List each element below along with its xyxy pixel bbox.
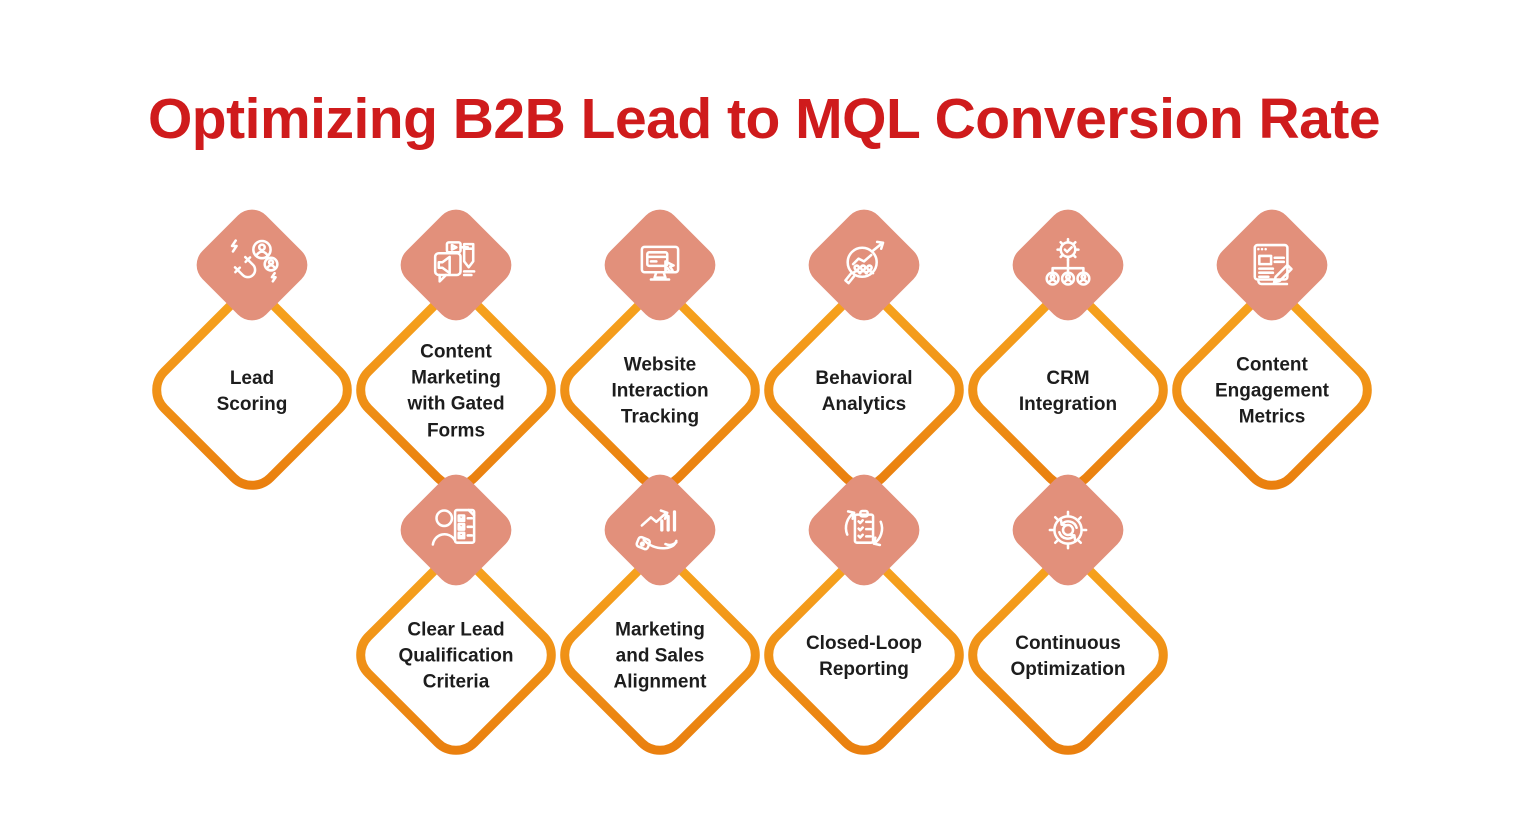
clipboard-cycle-icon xyxy=(844,509,884,547)
item-label: Content Engagement Metrics xyxy=(1214,354,1330,429)
hand-growth-chart-icon xyxy=(635,509,678,551)
person-checklist-icon xyxy=(431,508,476,546)
diamond-outline xyxy=(560,555,760,755)
gear-refresh-icon xyxy=(1048,510,1088,550)
diamond-outline xyxy=(764,290,964,490)
diamond-outline xyxy=(356,555,556,755)
webpage-pencil-icon xyxy=(1253,243,1293,286)
item-badge xyxy=(188,201,316,329)
item-label: CRM Integration xyxy=(1018,367,1118,415)
monitor-cursor-icon xyxy=(640,245,680,281)
gear-org-chart-icon xyxy=(1045,237,1091,286)
megaphone-content-icon xyxy=(433,241,476,283)
magnet-leads-icon xyxy=(230,239,279,283)
page-title: Optimizing B2B Lead to MQL Conversion Ra… xyxy=(147,87,1381,151)
diamond-outline xyxy=(560,290,760,490)
item-label: Website Interaction Tracking xyxy=(611,354,709,429)
item-badge xyxy=(800,201,928,329)
item-label: Behavioral Analytics xyxy=(815,367,913,415)
item-badge xyxy=(1004,466,1132,594)
diamond-outline xyxy=(764,555,964,755)
item-label: Clear Lead Qualification Criteria xyxy=(398,619,514,694)
item-badge xyxy=(392,201,520,329)
diamond-outline xyxy=(356,290,556,490)
item-label: Marketing and Sales Alignment xyxy=(613,619,707,694)
diamond-outline xyxy=(1172,290,1372,490)
diamond-outline xyxy=(968,555,1168,755)
item-badge xyxy=(800,466,928,594)
diamond-outline xyxy=(152,290,352,490)
item-label: Lead Scoring xyxy=(216,367,288,415)
item-badge xyxy=(1004,201,1132,329)
diamond-outline xyxy=(968,290,1168,490)
item-badge xyxy=(392,466,520,594)
item-badge xyxy=(1208,201,1336,329)
item-label: Closed-Loop Reporting xyxy=(805,632,923,680)
item-label: Continuous Optimization xyxy=(1010,632,1126,680)
item-badge xyxy=(596,201,724,329)
item-label: Content Marketing with Gated Forms xyxy=(407,341,505,442)
item-badge xyxy=(596,466,724,594)
magnifier-analytics-icon xyxy=(844,240,885,285)
